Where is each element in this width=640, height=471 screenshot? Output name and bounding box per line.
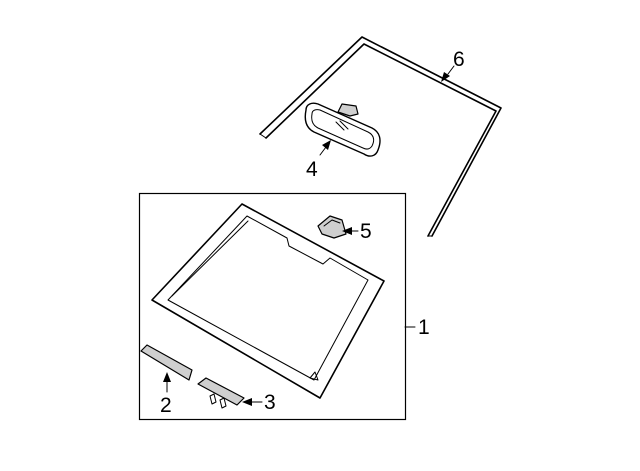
windshield [151,203,385,399]
sun-visor-pad [140,344,193,381]
callout-3: 3 [242,391,276,414]
callout-5-arrow [342,227,352,235]
callout-3-label: 3 [264,391,276,414]
callout-5: 5 [342,220,372,243]
callout-3-arrow [242,398,252,406]
callout-5-label: 5 [360,220,372,243]
callout-4-label: 4 [306,158,318,181]
mirror-bracket [317,215,347,239]
callout-4-arrow [322,140,331,150]
windshield-molding [259,36,502,237]
rearview-mirror [304,102,381,157]
callout-1-label: 1 [418,316,430,339]
callout-6-arrow [441,72,450,82]
callout-6-label: 6 [453,48,465,71]
callout-2: 2 [160,372,172,417]
callout-4: 4 [306,140,331,181]
callout-2-label: 2 [160,394,172,417]
windshield-group-frame [138,192,407,421]
callout-6: 6 [441,48,465,82]
sensor-bracket [197,377,245,409]
callout-1: 1 [404,316,430,339]
callout-2-arrow [163,372,171,382]
